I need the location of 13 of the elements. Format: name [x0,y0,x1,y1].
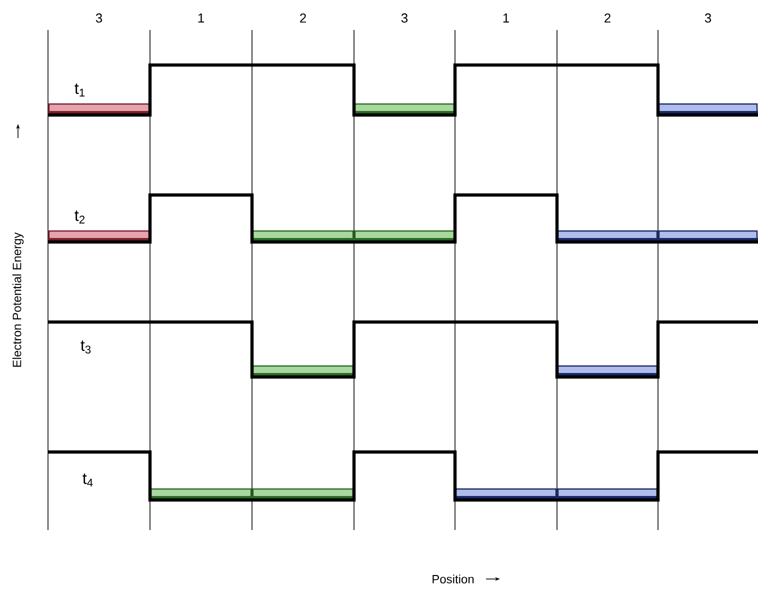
time-label: t$_{3}$ [80,340,91,354]
time-label: t$_{1}$ [74,84,85,96]
axis-title: Position [432,574,474,584]
phase-label: 1 [198,14,204,22]
time-label: t$_{4}$ [82,474,93,486]
phase-label: 2 [604,13,610,23]
axis-title: Electron Potential Energy [12,232,24,367]
phase-label: 2 [300,13,306,23]
phase-label: 3 [401,13,408,23]
phase-label: 1 [503,14,509,22]
time-label: t$_{2}$ [74,210,85,224]
phase-label: 3 [96,13,102,23]
phase-label: 3 [704,13,712,23]
